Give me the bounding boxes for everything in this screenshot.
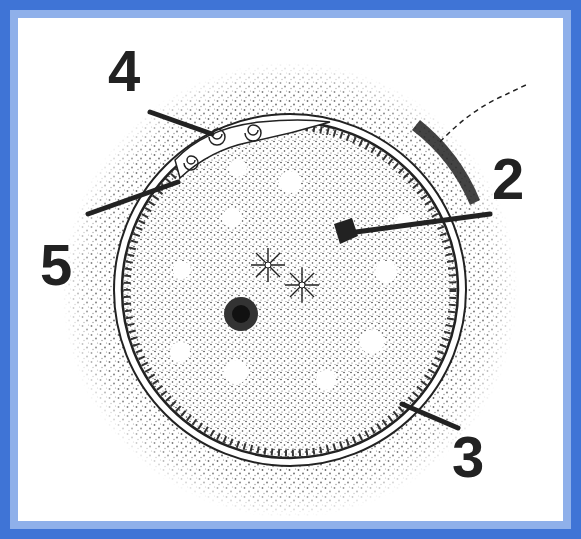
callout-number: 5 xyxy=(40,236,72,294)
callout-number: 3 xyxy=(452,428,484,486)
callout-number: 4 xyxy=(108,42,140,100)
callout-number: 2 xyxy=(492,150,524,208)
